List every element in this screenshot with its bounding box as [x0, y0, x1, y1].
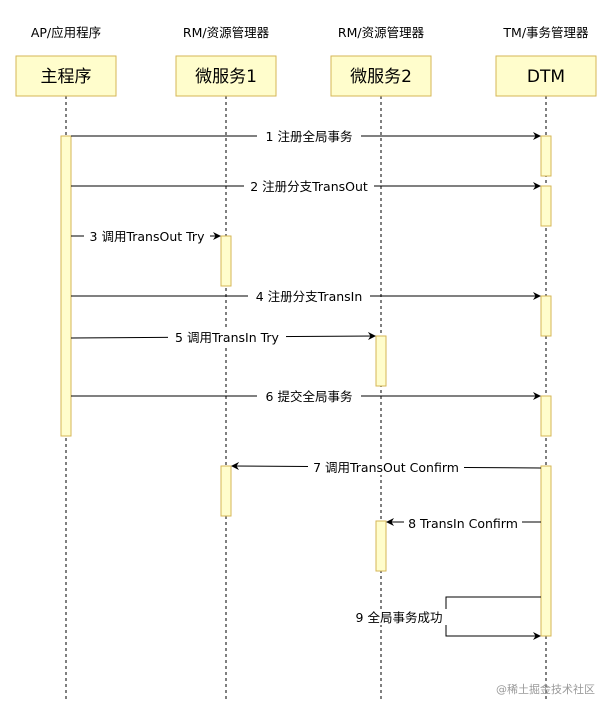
participant-label-main: 主程序	[41, 67, 92, 87]
participant-boxes: 主程序 微服务1 微服务2 DTM	[15, 55, 597, 97]
message-label-1: 1 注册全局事务	[266, 129, 353, 144]
role-label-svc2: RM/资源管理器	[338, 25, 425, 40]
message-label-bg-9	[345, 609, 447, 625]
activation-bars	[60, 135, 552, 637]
message-label-9: 9 全局事务成功	[356, 610, 443, 625]
message-label-bg-4	[248, 288, 370, 304]
participant-label-dtm: DTM	[527, 67, 565, 87]
participant-box-main	[15, 55, 117, 97]
message-arrows	[70, 132, 542, 640]
activation-svc1-1	[220, 235, 232, 287]
activation-dtm-3	[540, 295, 552, 337]
participant-box-dtm	[495, 55, 597, 97]
activation-dtm-2	[540, 185, 552, 227]
activation-main	[60, 135, 72, 437]
message-label-6: 6 提交全局事务	[266, 389, 353, 404]
participant-box-svc2	[330, 55, 432, 97]
message-label-3: 3 调用TransOut Try	[90, 229, 206, 244]
participant-box-svc1	[175, 55, 277, 97]
message-label-bg-8	[404, 516, 522, 532]
role-labels: AP/应用程序 RM/资源管理器 RM/资源管理器 TM/事务管理器	[31, 25, 589, 40]
participant-label-svc2: 微服务2	[350, 67, 412, 87]
message-label-8: 8 TransIn Confirm	[408, 516, 518, 531]
message-labels: 1 注册全局事务 2 注册分支TransOut 3 调用TransOut Try…	[84, 128, 522, 625]
activation-dtm-5	[540, 465, 552, 637]
watermark: @稀土掘金技术社区	[496, 682, 595, 696]
message-label-2: 2 注册分支TransOut	[250, 179, 368, 194]
activation-dtm-4	[540, 395, 552, 437]
message-label-bg-2	[244, 178, 374, 194]
message-label-bg-3	[84, 228, 210, 244]
activation-dtm-1	[540, 135, 552, 177]
activation-svc2-1	[375, 335, 387, 387]
message-label-bg-7	[308, 459, 464, 475]
message-label-bg-6	[257, 388, 361, 404]
activation-svc1-2	[220, 465, 232, 517]
participant-label-svc1: 微服务1	[195, 67, 257, 87]
role-label-main: AP/应用程序	[31, 25, 101, 40]
role-label-dtm: TM/事务管理器	[502, 25, 589, 40]
message-label-bg-5	[168, 329, 286, 345]
role-label-svc1: RM/资源管理器	[183, 25, 270, 40]
message-arrow-9-self	[445, 596, 541, 640]
message-label-bg-1	[257, 128, 361, 144]
activation-svc2-2	[375, 520, 387, 572]
message-label-5: 5 调用TransIn Try	[175, 330, 279, 345]
message-label-7: 7 调用TransOut Confirm	[313, 460, 459, 475]
message-label-4: 4 注册分支TransIn	[256, 289, 363, 304]
